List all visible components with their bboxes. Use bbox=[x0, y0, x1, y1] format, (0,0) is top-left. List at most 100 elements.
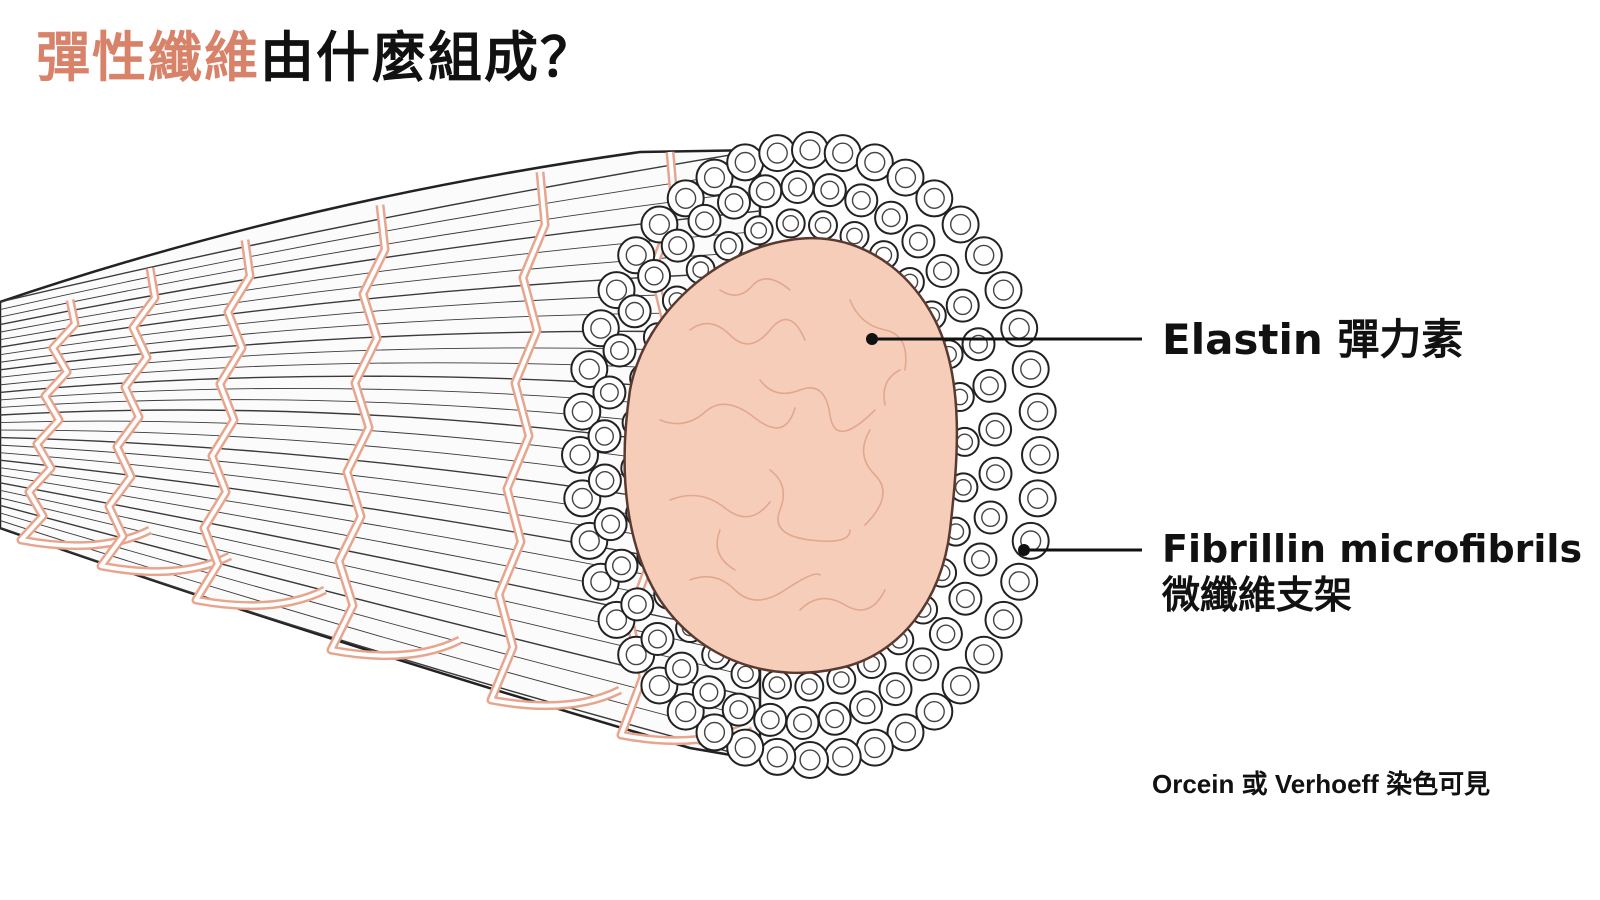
microfibril-tube bbox=[593, 507, 628, 542]
microfibril-tube bbox=[984, 271, 1023, 310]
elastin-texture bbox=[659, 278, 907, 611]
fiber-strand bbox=[0, 150, 760, 303]
microfibril-tube bbox=[941, 205, 980, 244]
microfibril-tube bbox=[963, 542, 998, 577]
microfibril-tube bbox=[973, 500, 1008, 535]
microfibril-tube bbox=[925, 254, 960, 288]
spiral-wrap-highlight bbox=[99, 267, 231, 574]
microfibril-tube bbox=[660, 228, 695, 263]
microfibril-tube bbox=[743, 215, 774, 246]
elastin-core bbox=[623, 236, 959, 675]
microfibril-tube bbox=[691, 675, 726, 710]
elastin-leader bbox=[866, 333, 1142, 345]
microfibril-tube bbox=[915, 692, 954, 731]
spiral-wrap-highlight bbox=[194, 239, 326, 608]
microfibril-tube bbox=[886, 713, 925, 752]
microfibril-tube bbox=[581, 562, 620, 601]
microfibril-tube bbox=[886, 158, 925, 197]
title-highlight: 彈性纖維 bbox=[36, 26, 260, 89]
microfibril-tube bbox=[874, 200, 909, 235]
microfibril-tube bbox=[791, 741, 829, 779]
microfibril-tube bbox=[748, 174, 783, 209]
microfibril-tube bbox=[620, 587, 655, 622]
microfibril-tube bbox=[964, 236, 1003, 275]
fibrillin-leader bbox=[1018, 544, 1142, 556]
microfibril-tube bbox=[762, 669, 792, 700]
microfibril-tube bbox=[849, 690, 883, 725]
fiber-strand bbox=[0, 169, 760, 310]
fibrillin-label: Fibrillin microfibrils 微纖維支架 bbox=[1162, 526, 1582, 618]
microfibril-tube bbox=[758, 134, 797, 173]
microfibril-tube bbox=[945, 288, 980, 323]
microfibril-tube bbox=[984, 600, 1023, 639]
microfibril-tube bbox=[561, 436, 599, 474]
microfibril-tube bbox=[978, 412, 1013, 447]
diagram-title: 彈性纖維由什麼組成？ bbox=[36, 28, 596, 87]
microfibril-tube bbox=[640, 622, 675, 656]
microfibril-tube bbox=[758, 737, 797, 776]
fiber-strand bbox=[0, 520, 760, 741]
microfibril-tube bbox=[964, 635, 1003, 674]
microfibril-tube bbox=[1018, 392, 1057, 431]
microfibril-tube bbox=[713, 231, 744, 261]
microfibril-tube bbox=[1000, 309, 1039, 348]
microfibril-tube bbox=[808, 210, 838, 241]
elastin-label: Elastin 彈力素 bbox=[1162, 315, 1464, 364]
microfibril-tube bbox=[721, 692, 756, 727]
microfibril-tube bbox=[666, 692, 705, 731]
fiber-strand bbox=[0, 190, 760, 318]
microfibril-tube bbox=[587, 419, 622, 454]
microfibril-tube bbox=[785, 706, 820, 740]
microfibril-tube bbox=[941, 666, 980, 705]
microfibril-tube bbox=[823, 134, 862, 173]
microfibril-tube bbox=[1018, 479, 1057, 518]
microfibril-tube bbox=[817, 701, 852, 736]
microfibril-tube bbox=[726, 143, 765, 182]
microfibril-tube bbox=[687, 203, 722, 238]
microfibril-tube bbox=[602, 333, 637, 368]
staining-footnote: Orcein 或 Verhoeff 染色可見 bbox=[1152, 769, 1491, 799]
spiral-wrap-highlight bbox=[489, 171, 621, 708]
microfibril-tube bbox=[948, 472, 979, 503]
microfibril-tube bbox=[637, 259, 672, 293]
microfibril-tube bbox=[695, 158, 734, 197]
fibrillin-label-zh: 微纖維支架 bbox=[1162, 573, 1353, 617]
microfibril-tube bbox=[901, 224, 936, 259]
microfibril-tube bbox=[592, 375, 627, 410]
microfibril-tube bbox=[978, 456, 1013, 491]
spiral-wrap-highlight bbox=[329, 204, 461, 658]
fibrillin-label-en: Fibrillin microfibrils bbox=[1162, 527, 1583, 571]
microfibril-tube bbox=[855, 143, 894, 182]
microfibril-tube bbox=[928, 617, 963, 651]
microfibril-tube bbox=[812, 173, 847, 208]
microfibril-tube bbox=[948, 581, 983, 616]
microfibril-tube bbox=[844, 183, 879, 218]
microfibril-tube bbox=[972, 368, 1007, 403]
microfibril-tube bbox=[581, 309, 620, 348]
microfibril-tube bbox=[1000, 562, 1039, 601]
microfibril-tube bbox=[915, 179, 954, 218]
microfibril-tube bbox=[664, 651, 699, 686]
microfibril-tube bbox=[617, 294, 652, 329]
microfibril-tube bbox=[726, 728, 765, 767]
microfibril-tube bbox=[570, 350, 609, 389]
microfibril-tube bbox=[1011, 521, 1050, 560]
microfibril-tube bbox=[794, 671, 825, 702]
microfibril-tube bbox=[563, 392, 602, 431]
microfibril-tube bbox=[826, 664, 857, 695]
microfibril-tube bbox=[1011, 350, 1050, 389]
microfibril-tube bbox=[780, 170, 815, 204]
microfibril-tube bbox=[1021, 436, 1059, 474]
microfibril-tube bbox=[587, 463, 622, 498]
microfibril-tube bbox=[717, 185, 751, 220]
microfibril-tube bbox=[878, 672, 913, 707]
title-rest: 由什麼組成？ bbox=[260, 26, 596, 89]
microfibril-tube bbox=[791, 131, 829, 169]
microfibril-tube bbox=[905, 647, 940, 682]
microfibril-tube bbox=[823, 737, 862, 776]
microfibril-tube bbox=[753, 702, 788, 737]
microfibril-tube bbox=[775, 208, 806, 239]
microfibril-tube bbox=[604, 548, 639, 583]
microfibril-tube bbox=[695, 713, 734, 752]
